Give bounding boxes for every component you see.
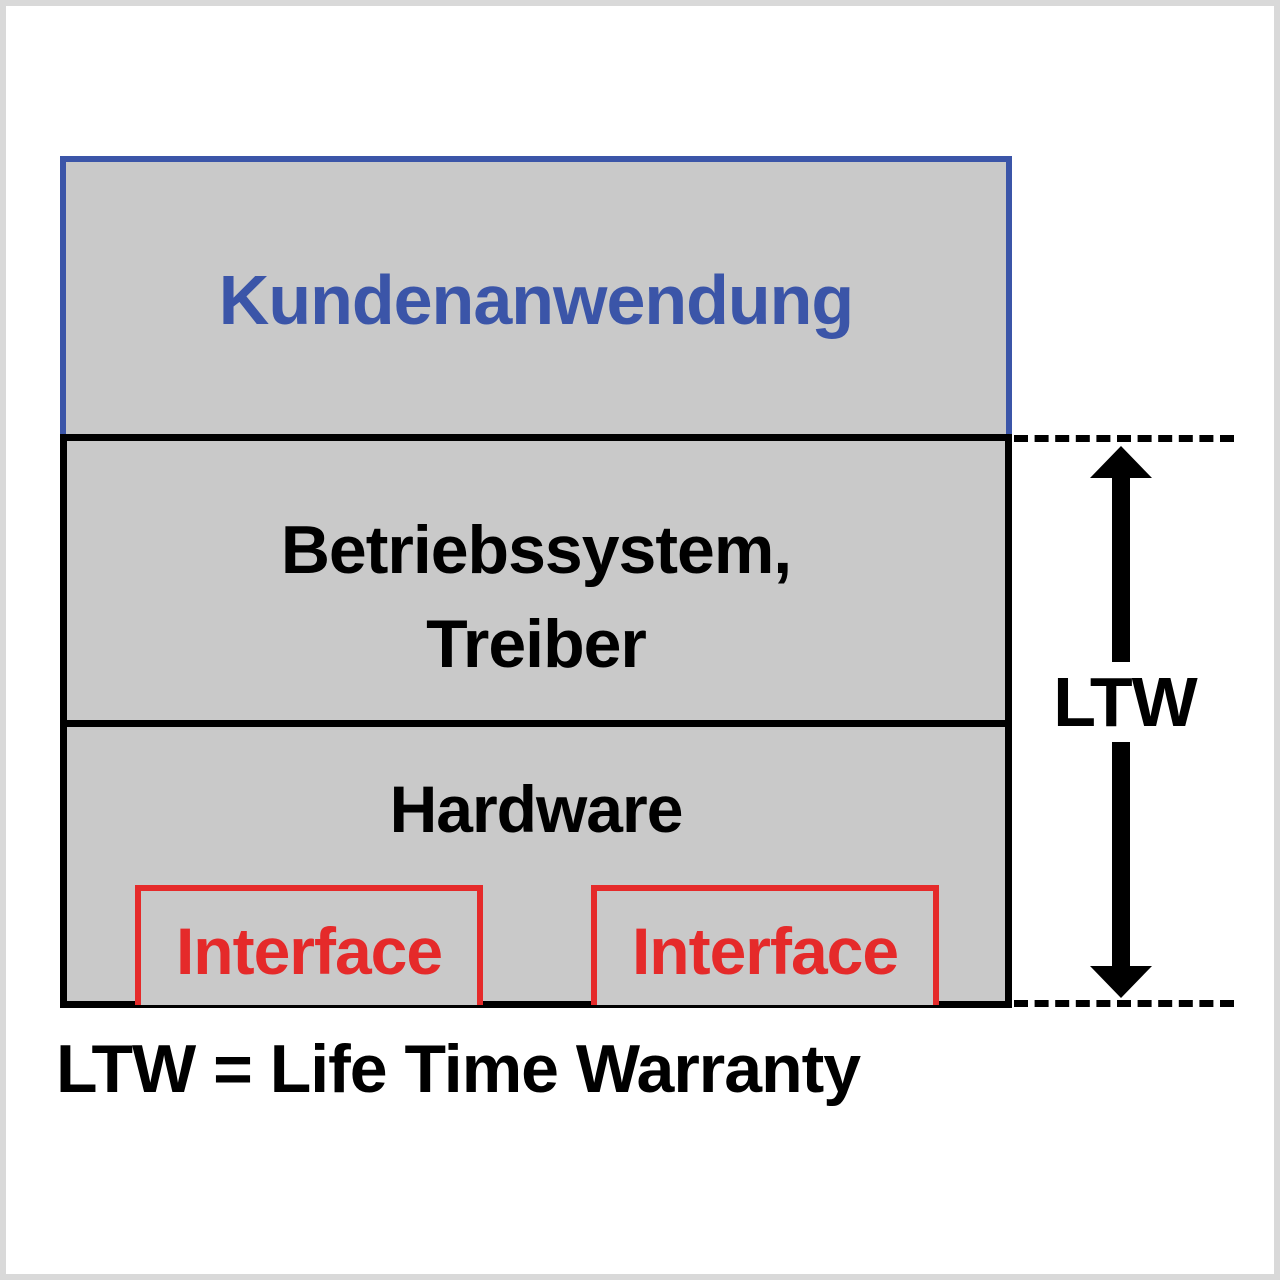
legend-text: LTW = Life Time Warranty <box>56 1031 861 1107</box>
interface-box-2-label: Interface <box>631 914 899 988</box>
layer-hw-label: Hardware <box>389 772 684 846</box>
scope-label: LTW <box>1050 662 1200 742</box>
interface-box-1-label: Interface <box>175 914 443 988</box>
layer-operating-system: Betriebssystem, Treiber <box>60 434 1012 728</box>
layer-os-label-line1: Betriebssystem, <box>280 512 792 588</box>
layer-customer-application: Kundenanwendung <box>60 156 1012 439</box>
scope-top-dashed-line <box>1014 435 1234 442</box>
layer-os-label-line2: Treiber <box>426 606 647 682</box>
layer-hardware: Hardware Interface Interface <box>60 720 1012 1008</box>
layer-app-label: Kundenanwendung <box>218 261 854 339</box>
layer-os-label: Betriebssystem, Treiber <box>67 503 1005 691</box>
interface-box-1: Interface <box>135 885 483 1005</box>
scope-bottom-dashed-line <box>1014 1000 1234 1007</box>
interface-box-2: Interface <box>591 885 939 1005</box>
